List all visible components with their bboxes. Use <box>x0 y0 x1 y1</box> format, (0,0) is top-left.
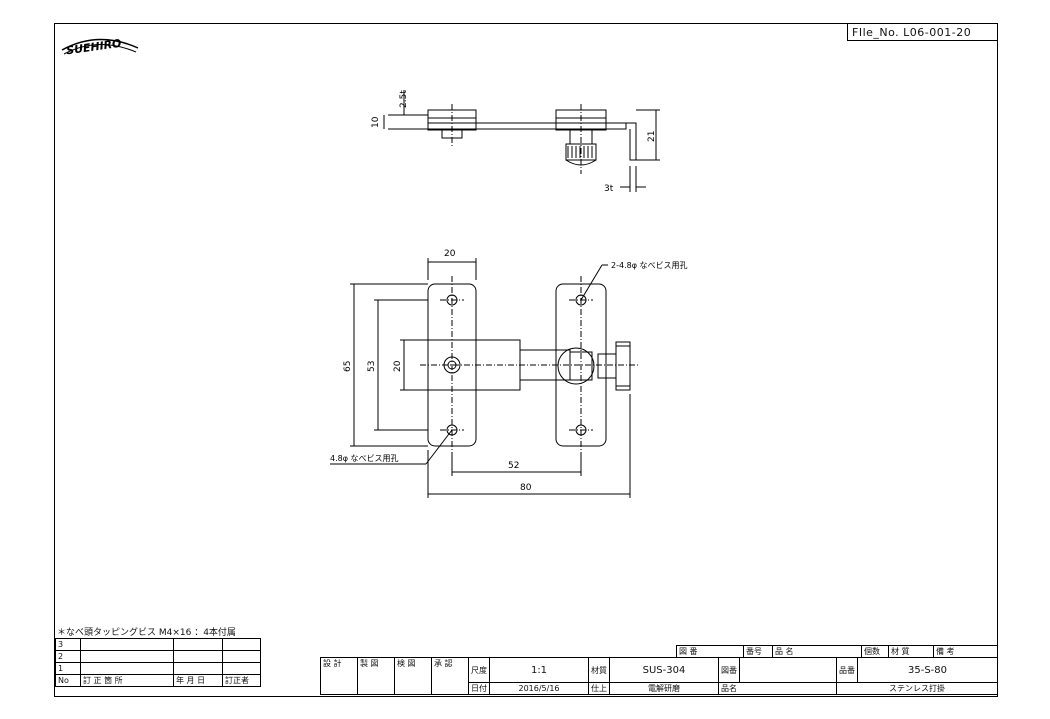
dim-front-rod: 20 <box>393 360 403 372</box>
revision-table: 3 2 1 No 訂 正 箇 所 年 月 日 訂正者 <box>55 638 261 687</box>
parts-header-name: 品 名 <box>772 645 862 658</box>
date-label: 日付 <box>468 682 490 695</box>
date-value: 2016/5/16 <box>489 682 589 695</box>
suehiro-logo: SUEHIRO <box>61 37 139 58</box>
approval-check: 検 図 <box>394 657 432 695</box>
name-value: ステンレス打掛 <box>836 682 998 695</box>
product-no-label: 品番 <box>836 657 858 683</box>
title-block: 設 計 製 図 検 図 承 認 尺度 1:1 材質 SUS-304 図番 品番 … <box>320 657 998 695</box>
dim-top-total-height: 21 <box>647 131 657 142</box>
dim-front-hole-pitch-h: 52 <box>508 461 519 471</box>
revision-header-date: 年 月 日 <box>173 674 223 687</box>
finish-value: 電解研磨 <box>609 682 719 695</box>
approval-design: 設 計 <box>320 657 358 695</box>
revision-header-no: No <box>55 674 81 687</box>
parts-header-material: 材 質 <box>888 645 934 658</box>
dim-top-height: 10 <box>371 116 381 128</box>
parts-header-remarks: 備 考 <box>933 645 998 658</box>
revision-row-no: 2 <box>55 650 81 663</box>
parts-header-number: 番号 <box>743 645 773 658</box>
dim-front-plate-width: 20 <box>444 249 456 259</box>
dim-top-plate: 2.5t <box>399 90 409 108</box>
name-label: 品名 <box>718 682 837 695</box>
revision-row-no: 3 <box>55 638 81 651</box>
logo-text: SUEHIRO <box>65 37 122 58</box>
parts-header-qty: 個数 <box>861 645 889 658</box>
dim-front-hole-pitch-v: 53 <box>367 361 377 372</box>
hole-note-top: 2-4.8φ なべビス用孔 <box>611 261 688 270</box>
front-view-drawing: 20 65 53 20 52 80 2-4.8φ なべビス用孔 2-4.8φ な… <box>330 249 688 498</box>
revision-header-location: 訂 正 箇 所 <box>80 674 174 687</box>
approval-approve: 承 認 <box>431 657 469 695</box>
top-view-drawing: 10 2.5t 21 3t <box>371 90 660 194</box>
finish-label: 仕上 <box>588 682 610 695</box>
approval-drafting: 製 図 <box>357 657 395 695</box>
dim-front-total-width: 80 <box>520 483 532 493</box>
drawing-frame <box>54 23 998 697</box>
material-label: 材質 <box>588 657 610 683</box>
revision-row-no: 1 <box>55 662 81 675</box>
drawing-no-label: 図番 <box>718 657 740 683</box>
screw-note: ＊なべ頭タッピングビス M4×16 ：4本付属 <box>57 628 236 638</box>
hole-note-bottom: 2-4.8φ なべビス用孔 <box>330 454 399 463</box>
dim-top-rod: 3t <box>604 184 614 194</box>
scale-label: 尺度 <box>468 657 490 683</box>
product-no-value: 35-S-80 <box>857 657 998 683</box>
revision-header-corrector: 訂正者 <box>222 674 261 687</box>
drawing-no-value <box>739 657 837 683</box>
file-number: FIle_No. L06-001-20 <box>847 24 997 41</box>
dim-front-total-height: 65 <box>343 361 353 372</box>
material-value: SUS-304 <box>609 657 719 683</box>
parts-header-drawing: 図 番 <box>676 645 744 658</box>
scale-value: 1:1 <box>489 657 589 683</box>
